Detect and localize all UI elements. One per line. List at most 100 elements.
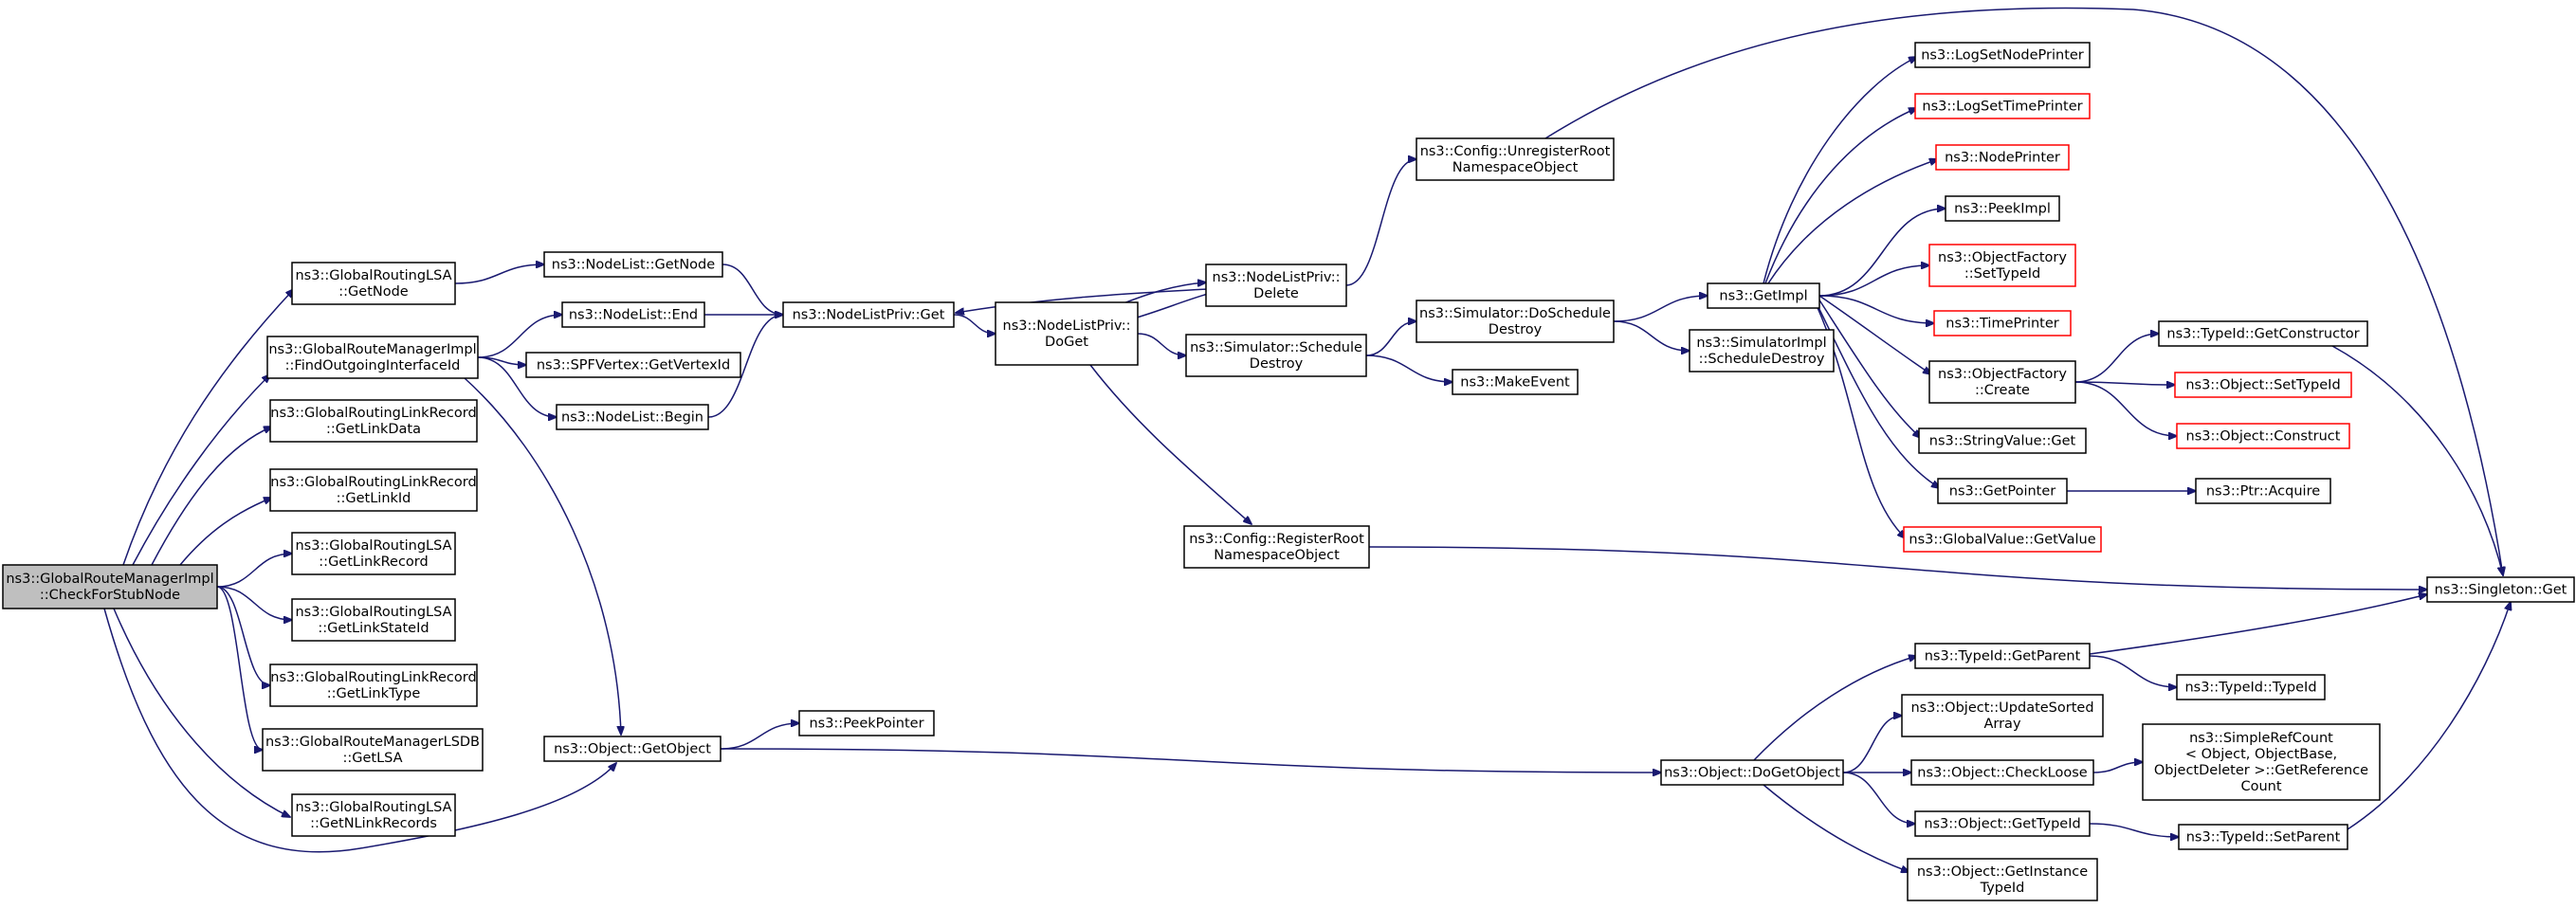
node-box[interactable]: [291, 532, 456, 575]
node-box[interactable]: [2158, 320, 2368, 347]
node-ns3-typeid-getparent[interactable]: ns3::TypeId::GetParent: [1914, 643, 2091, 669]
node-box[interactable]: [2178, 824, 2348, 850]
node-ns3-globalroutinglinkrecord-getlinkdata[interactable]: ns3::GlobalRoutingLinkRecord::GetLinkDat…: [269, 399, 478, 443]
node-box[interactable]: [1901, 694, 2104, 737]
node-box[interactable]: [525, 352, 741, 378]
node-box[interactable]: [2426, 576, 2575, 603]
node-ns3-globalroutemanagerimpl-findoutgoinginterfaceid[interactable]: ns3::GlobalRouteManagerImpl::FindOutgoin…: [266, 336, 479, 379]
node-box[interactable]: [1183, 525, 1370, 569]
node-ns3-peekpointer[interactable]: ns3::PeekPointer: [798, 710, 935, 736]
node-ns3-nodelist-getnode[interactable]: ns3::NodeList::GetNode: [543, 251, 723, 278]
node-ns3-object-dogetobject[interactable]: ns3::Object::DoGetObject: [1660, 759, 1844, 786]
node-ns3-spfvertex-getvertexid[interactable]: ns3::SPFVertex::GetVertexId: [525, 352, 741, 378]
node-ns3-object-getobject[interactable]: ns3::Object::GetObject: [543, 736, 722, 762]
node-box[interactable]: [1185, 334, 1367, 377]
node-box[interactable]: [269, 468, 478, 512]
node-box[interactable]: [561, 301, 705, 328]
node-ns3-simulator-schedule-destroy[interactable]: ns3::Simulator::ScheduleDestroy: [1185, 334, 1367, 377]
node-ns3-typeid-typeid[interactable]: ns3::TypeId::TypeId: [2176, 674, 2326, 700]
node-ns3-nodelistpriv-get[interactable]: ns3::NodeListPriv::Get: [782, 301, 955, 328]
node-box[interactable]: [1416, 137, 1615, 181]
node-box[interactable]: [1914, 643, 2091, 669]
node-box[interactable]: [2142, 723, 2381, 801]
node-ns3-object-construct[interactable]: ns3::Object::Construct: [2176, 423, 2350, 449]
node-ns3-logsetnodeprinter[interactable]: ns3::LogSetNodePrinter: [1914, 42, 2091, 68]
node-ns3-singleton-get[interactable]: ns3::Singleton::Get: [2426, 576, 2575, 603]
node-box[interactable]: [1935, 144, 2070, 171]
node-ns3-makeevent[interactable]: ns3::MakeEvent: [1452, 369, 1579, 395]
node-box[interactable]: [782, 301, 955, 328]
node-box[interactable]: [1205, 264, 1347, 307]
node-ns3-objectfactory-settypeid[interactable]: ns3::ObjectFactory::SetTypeId: [1928, 244, 2076, 287]
node-box[interactable]: [1416, 300, 1615, 343]
node-box[interactable]: [556, 404, 709, 430]
node-box[interactable]: [266, 336, 479, 379]
node-box[interactable]: [1937, 478, 2068, 504]
node-ns3-typeid-setparent[interactable]: ns3::TypeId::SetParent: [2178, 824, 2348, 850]
node-ns3-getimpl[interactable]: ns3::GetImpl: [1707, 282, 1820, 309]
node-ns3-peekimpl[interactable]: ns3::PeekImpl: [1945, 195, 2060, 222]
node-box[interactable]: [2176, 423, 2350, 449]
node-box[interactable]: [2, 564, 218, 609]
node-box[interactable]: [1907, 858, 2098, 901]
node-ns3-globalroutinglsa-getlinkrecord[interactable]: ns3::GlobalRoutingLSA::GetLinkRecord: [291, 532, 456, 575]
node-ns3-stringvalue-get[interactable]: ns3::StringValue::Get: [1918, 427, 2087, 454]
node-ns3-nodeprinter[interactable]: ns3::NodePrinter: [1935, 144, 2070, 171]
node-ns3-objectfactory-create[interactable]: ns3::ObjectFactory::Create: [1928, 360, 2076, 404]
node-box[interactable]: [543, 736, 722, 762]
node-box[interactable]: [1928, 244, 2076, 287]
node-ns3-typeid-getconstructor[interactable]: ns3::TypeId::GetConstructor: [2158, 320, 2368, 347]
node-box[interactable]: [543, 251, 723, 278]
node-ns3-timeprinter[interactable]: ns3::TimePrinter: [1933, 310, 2072, 336]
node-ns3-globalroutinglsa-getlinkstateid[interactable]: ns3::GlobalRoutingLSA::GetLinkStateId: [291, 598, 456, 642]
node-ns3-logsettimeprinter[interactable]: ns3::LogSetTimePrinter: [1914, 93, 2091, 119]
node-box[interactable]: [1945, 195, 2060, 222]
node-ns3-globalroutemanagerimpl-checkforstubnode[interactable]: ns3::GlobalRouteManagerImpl::CheckForStu…: [2, 564, 218, 609]
node-ns3-globalroutinglsa-getnode[interactable]: ns3::GlobalRoutingLSA::GetNode: [291, 262, 456, 305]
node-box[interactable]: [1918, 427, 2087, 454]
node-box[interactable]: [1928, 360, 2076, 404]
node-ns3-object-settypeid[interactable]: ns3::Object::SetTypeId: [2174, 372, 2352, 398]
node-box[interactable]: [1903, 526, 2102, 553]
node-box[interactable]: [1660, 759, 1844, 786]
node-ns3-getpointer[interactable]: ns3::GetPointer: [1937, 478, 2068, 504]
node-box[interactable]: [995, 301, 1139, 366]
node-ns3-globalvalue-getvalue[interactable]: ns3::GlobalValue::GetValue: [1903, 526, 2102, 553]
node-ns3-nodelistpriv-doget[interactable]: ns3::NodeListPriv::DoGet: [995, 301, 1139, 366]
node-box[interactable]: [1707, 282, 1820, 309]
node-box[interactable]: [1910, 759, 2094, 786]
node-box[interactable]: [798, 710, 935, 736]
node-box[interactable]: [291, 598, 456, 642]
node-ns3-nodelistpriv-delete[interactable]: ns3::NodeListPriv::Delete: [1205, 264, 1347, 307]
node-box[interactable]: [1452, 369, 1579, 395]
node-ns3-ptr-acquire[interactable]: ns3::Ptr::Acquire: [2195, 478, 2331, 504]
node-box[interactable]: [1914, 93, 2091, 119]
node-box[interactable]: [262, 728, 484, 772]
node-ns3-nodelist-end[interactable]: ns3::NodeList::End: [561, 301, 705, 328]
node-box[interactable]: [1689, 329, 1835, 373]
node-ns3-globalroutinglsa-getnlinkrecords[interactable]: ns3::GlobalRoutingLSA::GetNLinkRecords: [291, 793, 456, 837]
node-box[interactable]: [269, 664, 478, 707]
node-box[interactable]: [291, 262, 456, 305]
node-ns3-object-checkloose[interactable]: ns3::Object::CheckLoose: [1910, 759, 2094, 786]
node-ns3-nodelist-begin[interactable]: ns3::NodeList::Begin: [556, 404, 709, 430]
node-box[interactable]: [2174, 372, 2352, 398]
node-box[interactable]: [2195, 478, 2331, 504]
node-ns3-config-unregisterroot-namespaceobject[interactable]: ns3::Config::UnregisterRootNamespaceObje…: [1416, 137, 1615, 181]
node-ns3-globalroutinglinkrecord-getlinktype[interactable]: ns3::GlobalRoutingLinkRecord::GetLinkTyp…: [269, 664, 478, 707]
node-box[interactable]: [1914, 42, 2091, 68]
node-box[interactable]: [1914, 810, 2091, 837]
node-ns3-globalroutinglinkrecord-getlinkid[interactable]: ns3::GlobalRoutingLinkRecord::GetLinkId: [269, 468, 478, 512]
node-box[interactable]: [269, 399, 478, 443]
node-ns3-globalroutemanagerlsdb-getlsa[interactable]: ns3::GlobalRouteManagerLSDB::GetLSA: [262, 728, 484, 772]
node-ns3-object-gettypeid[interactable]: ns3::Object::GetTypeId: [1914, 810, 2091, 837]
node-box[interactable]: [291, 793, 456, 837]
node-box[interactable]: [1933, 310, 2072, 336]
node-box[interactable]: [2176, 674, 2326, 700]
node-ns3-simplerefcount-object-objectbase-objectdeleter-getreference-count[interactable]: ns3::SimpleRefCount< Object, ObjectBase,…: [2142, 723, 2381, 801]
node-ns3-simulatorimpl-scheduledestroy[interactable]: ns3::SimulatorImpl::ScheduleDestroy: [1689, 329, 1835, 373]
